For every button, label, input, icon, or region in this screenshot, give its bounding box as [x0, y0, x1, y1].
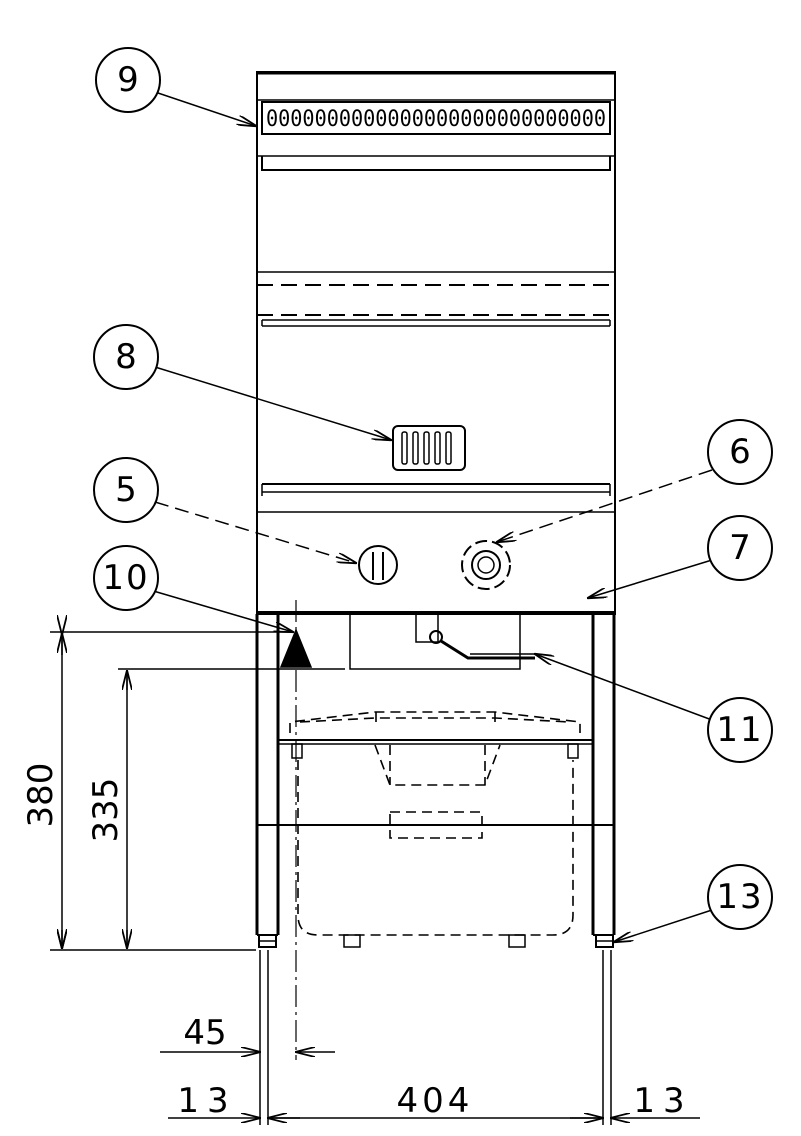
dimension-13-left: 13 — [177, 1081, 236, 1121]
adjustable-foot — [258, 934, 614, 948]
dimension-height-380: 380 — [21, 634, 62, 948]
grille-slots: 0000000000000000000000000000 — [266, 107, 606, 132]
dimension-foot-right-13: 13 — [611, 1081, 700, 1121]
svg-text:7: 7 — [729, 528, 751, 568]
callout-5: 5 — [93, 457, 159, 523]
dimension-span-404: 404 — [268, 1081, 603, 1121]
svg-text:10: 10 — [102, 558, 149, 598]
drain-handle — [440, 639, 535, 660]
extension-lines — [50, 631, 612, 1125]
door-panel — [261, 325, 611, 496]
svg-text:11: 11 — [716, 710, 763, 750]
svg-text:8: 8 — [115, 337, 137, 377]
callout-11: 11 — [707, 697, 773, 763]
dimension-335: 335 — [86, 778, 126, 843]
callout-10: 10 — [93, 545, 159, 611]
left-leg — [255, 614, 280, 936]
svg-text:6: 6 — [729, 432, 751, 472]
svg-text:5: 5 — [115, 470, 137, 510]
hidden-oil-pan — [289, 711, 581, 948]
callout-8: 8 — [93, 324, 159, 390]
svg-text:13: 13 — [716, 877, 763, 917]
callout-7: 7 — [707, 515, 773, 581]
hidden-shelf — [257, 271, 615, 326]
ignition-knob-icon — [461, 540, 511, 590]
dimension-13-right: 13 — [633, 1081, 692, 1121]
gas-valve-knob-icon — [358, 545, 398, 585]
right-leg — [591, 614, 616, 936]
dimension-404: 404 — [397, 1081, 474, 1121]
leg-cross-bars — [257, 739, 614, 826]
dimension-380: 380 — [21, 763, 61, 828]
flue-grille: 0000000000000000000000000000 — [257, 99, 615, 171]
callout-13: 13 — [707, 864, 773, 930]
callout-9: 9 — [95, 47, 161, 113]
drain-box — [349, 613, 521, 670]
pan-support-screw-icon — [291, 743, 579, 759]
leader-lines — [149, 92, 713, 942]
dimension-45: 45 — [183, 1013, 226, 1053]
callout-6: 6 — [707, 419, 773, 485]
cabinet-body — [256, 71, 616, 615]
dimension-height-335: 335 — [86, 671, 127, 948]
dimension-foot-left-13: 13 — [168, 1081, 260, 1121]
vent-icon — [392, 425, 466, 471]
svg-text:9: 9 — [117, 60, 139, 100]
dimension-offset-45: 45 — [160, 1013, 335, 1053]
